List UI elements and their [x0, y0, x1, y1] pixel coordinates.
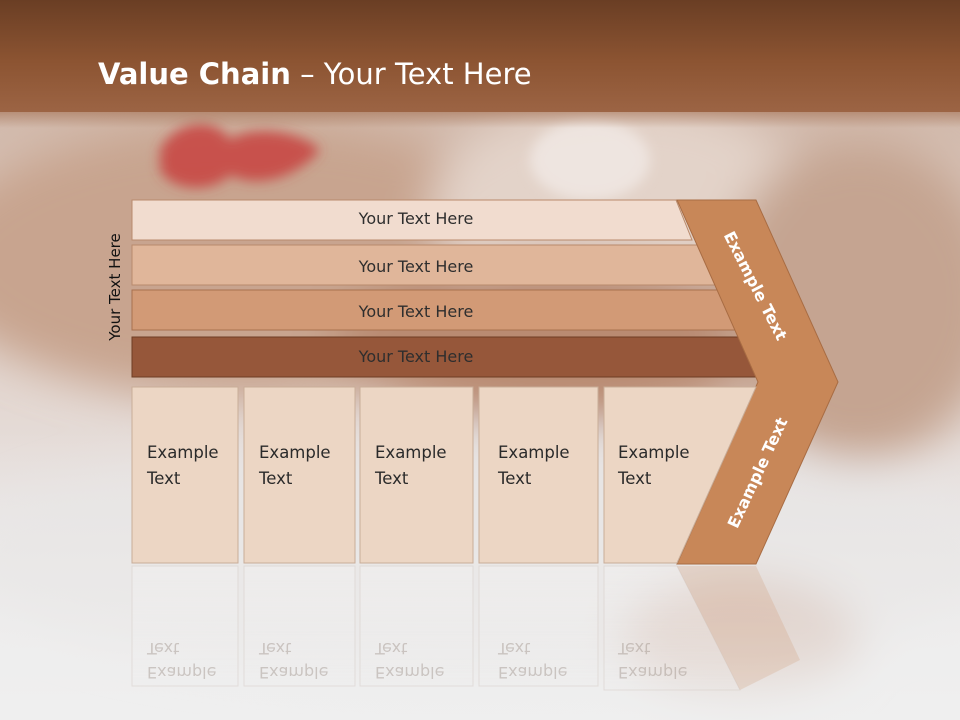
box-3 [359, 386, 474, 564]
bar-2-label: Your Text Here [358, 257, 474, 276]
reflection-text-4: Example Text [498, 639, 568, 682]
box-5-label: Example Text [618, 443, 690, 488]
bar-3-label: Your Text Here [358, 302, 474, 321]
reflection-text-5: Example Text [618, 639, 688, 682]
box-1 [131, 386, 239, 564]
box-1-label: Example Text [147, 443, 219, 488]
reflection-text-2: Example Text [259, 639, 329, 682]
chevron-arrow [676, 199, 839, 565]
slide-title: Value Chain – Your Text Here [98, 54, 532, 94]
box-5 [603, 386, 757, 564]
title-rest: – Your Text Here [290, 57, 532, 91]
header-band [0, 0, 960, 112]
box-2-label: Example Text [259, 443, 331, 488]
header-fade [0, 110, 960, 128]
box-4 [478, 386, 599, 564]
title-bold: Value Chain [98, 57, 291, 91]
box-4-label: Example Text [498, 443, 570, 488]
reflection-text-1: Example Text [147, 639, 217, 682]
bar-1 [131, 199, 693, 241]
box-2 [243, 386, 356, 564]
bar-4-label: Your Text Here [358, 347, 474, 366]
reflection [131, 565, 800, 691]
reflection-text-3: Example Text [375, 639, 445, 682]
bar-1-label: Your Text Here [358, 209, 474, 228]
box-3-label: Example Text [375, 443, 447, 488]
